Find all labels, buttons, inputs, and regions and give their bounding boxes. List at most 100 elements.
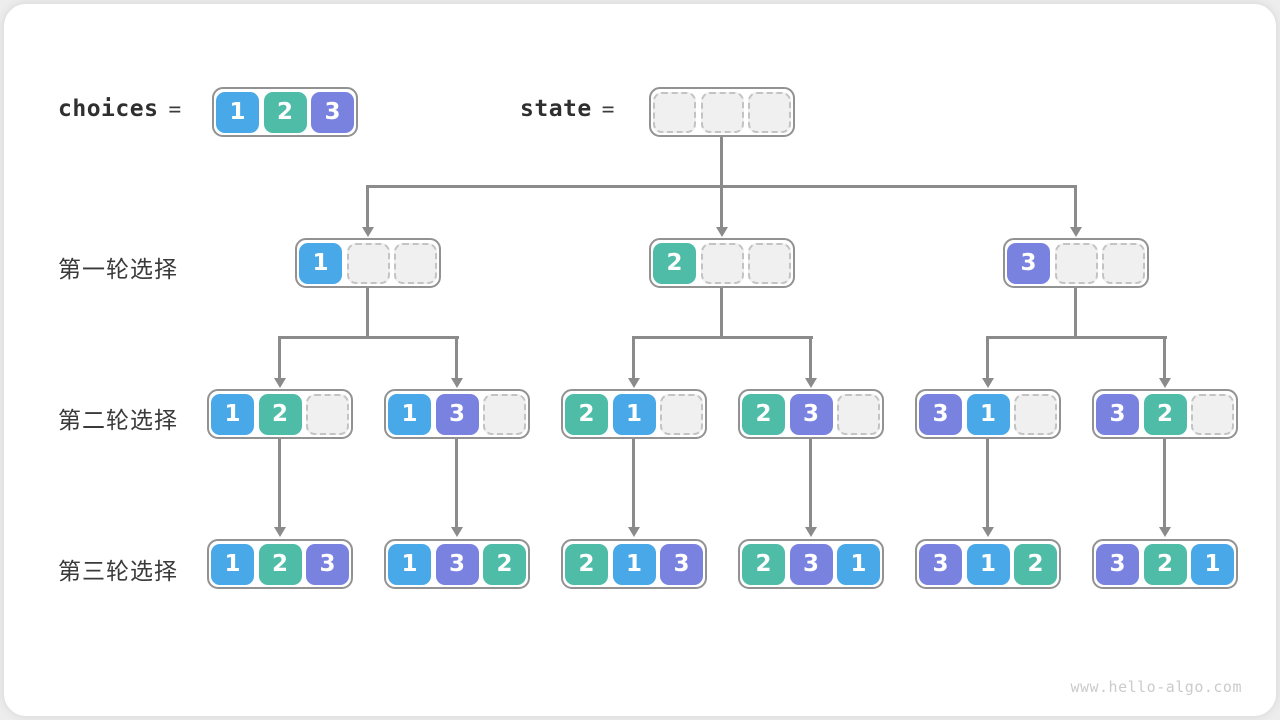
- state-node: 1 2: [207, 389, 353, 439]
- state-cell: [483, 393, 526, 435]
- tree-edge-line: [366, 288, 369, 338]
- tree-edge-line: [986, 336, 1167, 339]
- state-cell: [700, 91, 744, 133]
- state-cell: [660, 393, 703, 435]
- arrowhead-icon: [274, 527, 286, 537]
- arrowhead-icon: [274, 378, 286, 388]
- state-cell: 2: [565, 393, 608, 435]
- state-cell: [346, 242, 390, 284]
- row-label-round-3: 第三轮选择: [58, 558, 178, 584]
- choices-cell: 2: [263, 91, 307, 133]
- state-cell: 2: [483, 543, 526, 585]
- tree-edge-line: [455, 439, 458, 527]
- state-cell: 1: [299, 242, 342, 284]
- state-equals-sign: =: [601, 97, 615, 121]
- state-cell: [653, 91, 696, 133]
- arrowhead-icon: [451, 378, 463, 388]
- arrowhead-icon: [1070, 227, 1082, 237]
- state-cell: 3: [1096, 393, 1139, 435]
- tree-edge-line: [809, 439, 812, 527]
- state-node: 2 1 3: [561, 539, 707, 589]
- tree-edge-line: [278, 439, 281, 527]
- arrowhead-icon: [362, 227, 374, 237]
- state-node: 3 1: [915, 389, 1061, 439]
- site-watermark: www.hello-algo.com: [1070, 678, 1242, 696]
- state-cell: [748, 242, 791, 284]
- state-cell: 3: [919, 393, 962, 435]
- tree-edge-line: [278, 336, 459, 339]
- state-cell: 3: [919, 543, 962, 585]
- choices-equals-sign: =: [168, 97, 182, 121]
- state-node: 3: [1003, 238, 1149, 288]
- tree-edge-line: [632, 337, 635, 378]
- state-array: [649, 87, 795, 137]
- arrowhead-icon: [1159, 378, 1171, 388]
- state-cell: [1102, 242, 1145, 284]
- tree-edge-line: [1074, 186, 1077, 228]
- arrowhead-icon: [982, 378, 994, 388]
- canvas-card: [4, 4, 1276, 716]
- state-cell: 1: [612, 543, 656, 585]
- state-node: 1 3: [384, 389, 530, 439]
- row-label-round-2: 第二轮选择: [58, 407, 178, 433]
- state-cell: 3: [435, 543, 479, 585]
- state-cell: 1: [388, 543, 431, 585]
- state-cell: 2: [565, 543, 608, 585]
- arrowhead-icon: [628, 378, 640, 388]
- choices-label-text: choices: [58, 96, 159, 122]
- state-cell: 2: [742, 393, 785, 435]
- state-cell: [1054, 242, 1098, 284]
- state-node: 1 3 2: [384, 539, 530, 589]
- state-cell: 3: [789, 393, 833, 435]
- state-cell: 2: [1014, 543, 1057, 585]
- state-cell: 2: [258, 543, 302, 585]
- state-node: 2 3: [738, 389, 884, 439]
- state-cell: 1: [612, 393, 656, 435]
- state-node: 2 1: [561, 389, 707, 439]
- choices-array: 1 2 3: [212, 87, 358, 137]
- arrowhead-icon: [982, 527, 994, 537]
- tree-edge-line: [986, 337, 989, 378]
- state-node: 3 2 1: [1092, 539, 1238, 589]
- arrowhead-icon: [716, 227, 728, 237]
- arrowhead-icon: [805, 527, 817, 537]
- tree-edge-line: [632, 336, 813, 339]
- arrowhead-icon: [451, 527, 463, 537]
- tree-edge-line: [455, 337, 458, 378]
- tree-edge-line: [720, 137, 723, 186]
- state-node: 2: [649, 238, 795, 288]
- state-cell: 2: [742, 543, 785, 585]
- state-cell: 2: [1143, 543, 1187, 585]
- state-cell: 1: [1191, 543, 1234, 585]
- tree-edge-line: [720, 288, 723, 338]
- state-node: 3 1 2: [915, 539, 1061, 589]
- state-node: 1: [295, 238, 441, 288]
- tree-edge-line: [278, 337, 281, 378]
- state-cell: [394, 242, 437, 284]
- state-cell: [748, 91, 791, 133]
- state-cell: 3: [306, 543, 349, 585]
- tree-edge-line: [632, 439, 635, 527]
- tree-edge-line: [1163, 439, 1166, 527]
- state-cell: [1191, 393, 1234, 435]
- arrowhead-icon: [805, 378, 817, 388]
- choices-cell: 1: [216, 91, 259, 133]
- arrowhead-icon: [628, 527, 640, 537]
- state-cell: 3: [660, 543, 703, 585]
- state-node: 1 2 3: [207, 539, 353, 589]
- tree-edge-line: [720, 186, 723, 228]
- state-cell: 1: [837, 543, 880, 585]
- tree-edge-line: [809, 337, 812, 378]
- state-cell: 1: [388, 393, 431, 435]
- state-cell: 2: [1143, 393, 1187, 435]
- state-cell: [700, 242, 744, 284]
- arrowhead-icon: [1159, 527, 1171, 537]
- state-cell: 3: [435, 393, 479, 435]
- state-cell: [306, 393, 349, 435]
- choices-label: choices =: [58, 96, 182, 122]
- state-cell: 1: [211, 393, 254, 435]
- state-cell: 3: [789, 543, 833, 585]
- state-cell: 1: [966, 543, 1010, 585]
- state-cell: [837, 393, 880, 435]
- state-node: 2 3 1: [738, 539, 884, 589]
